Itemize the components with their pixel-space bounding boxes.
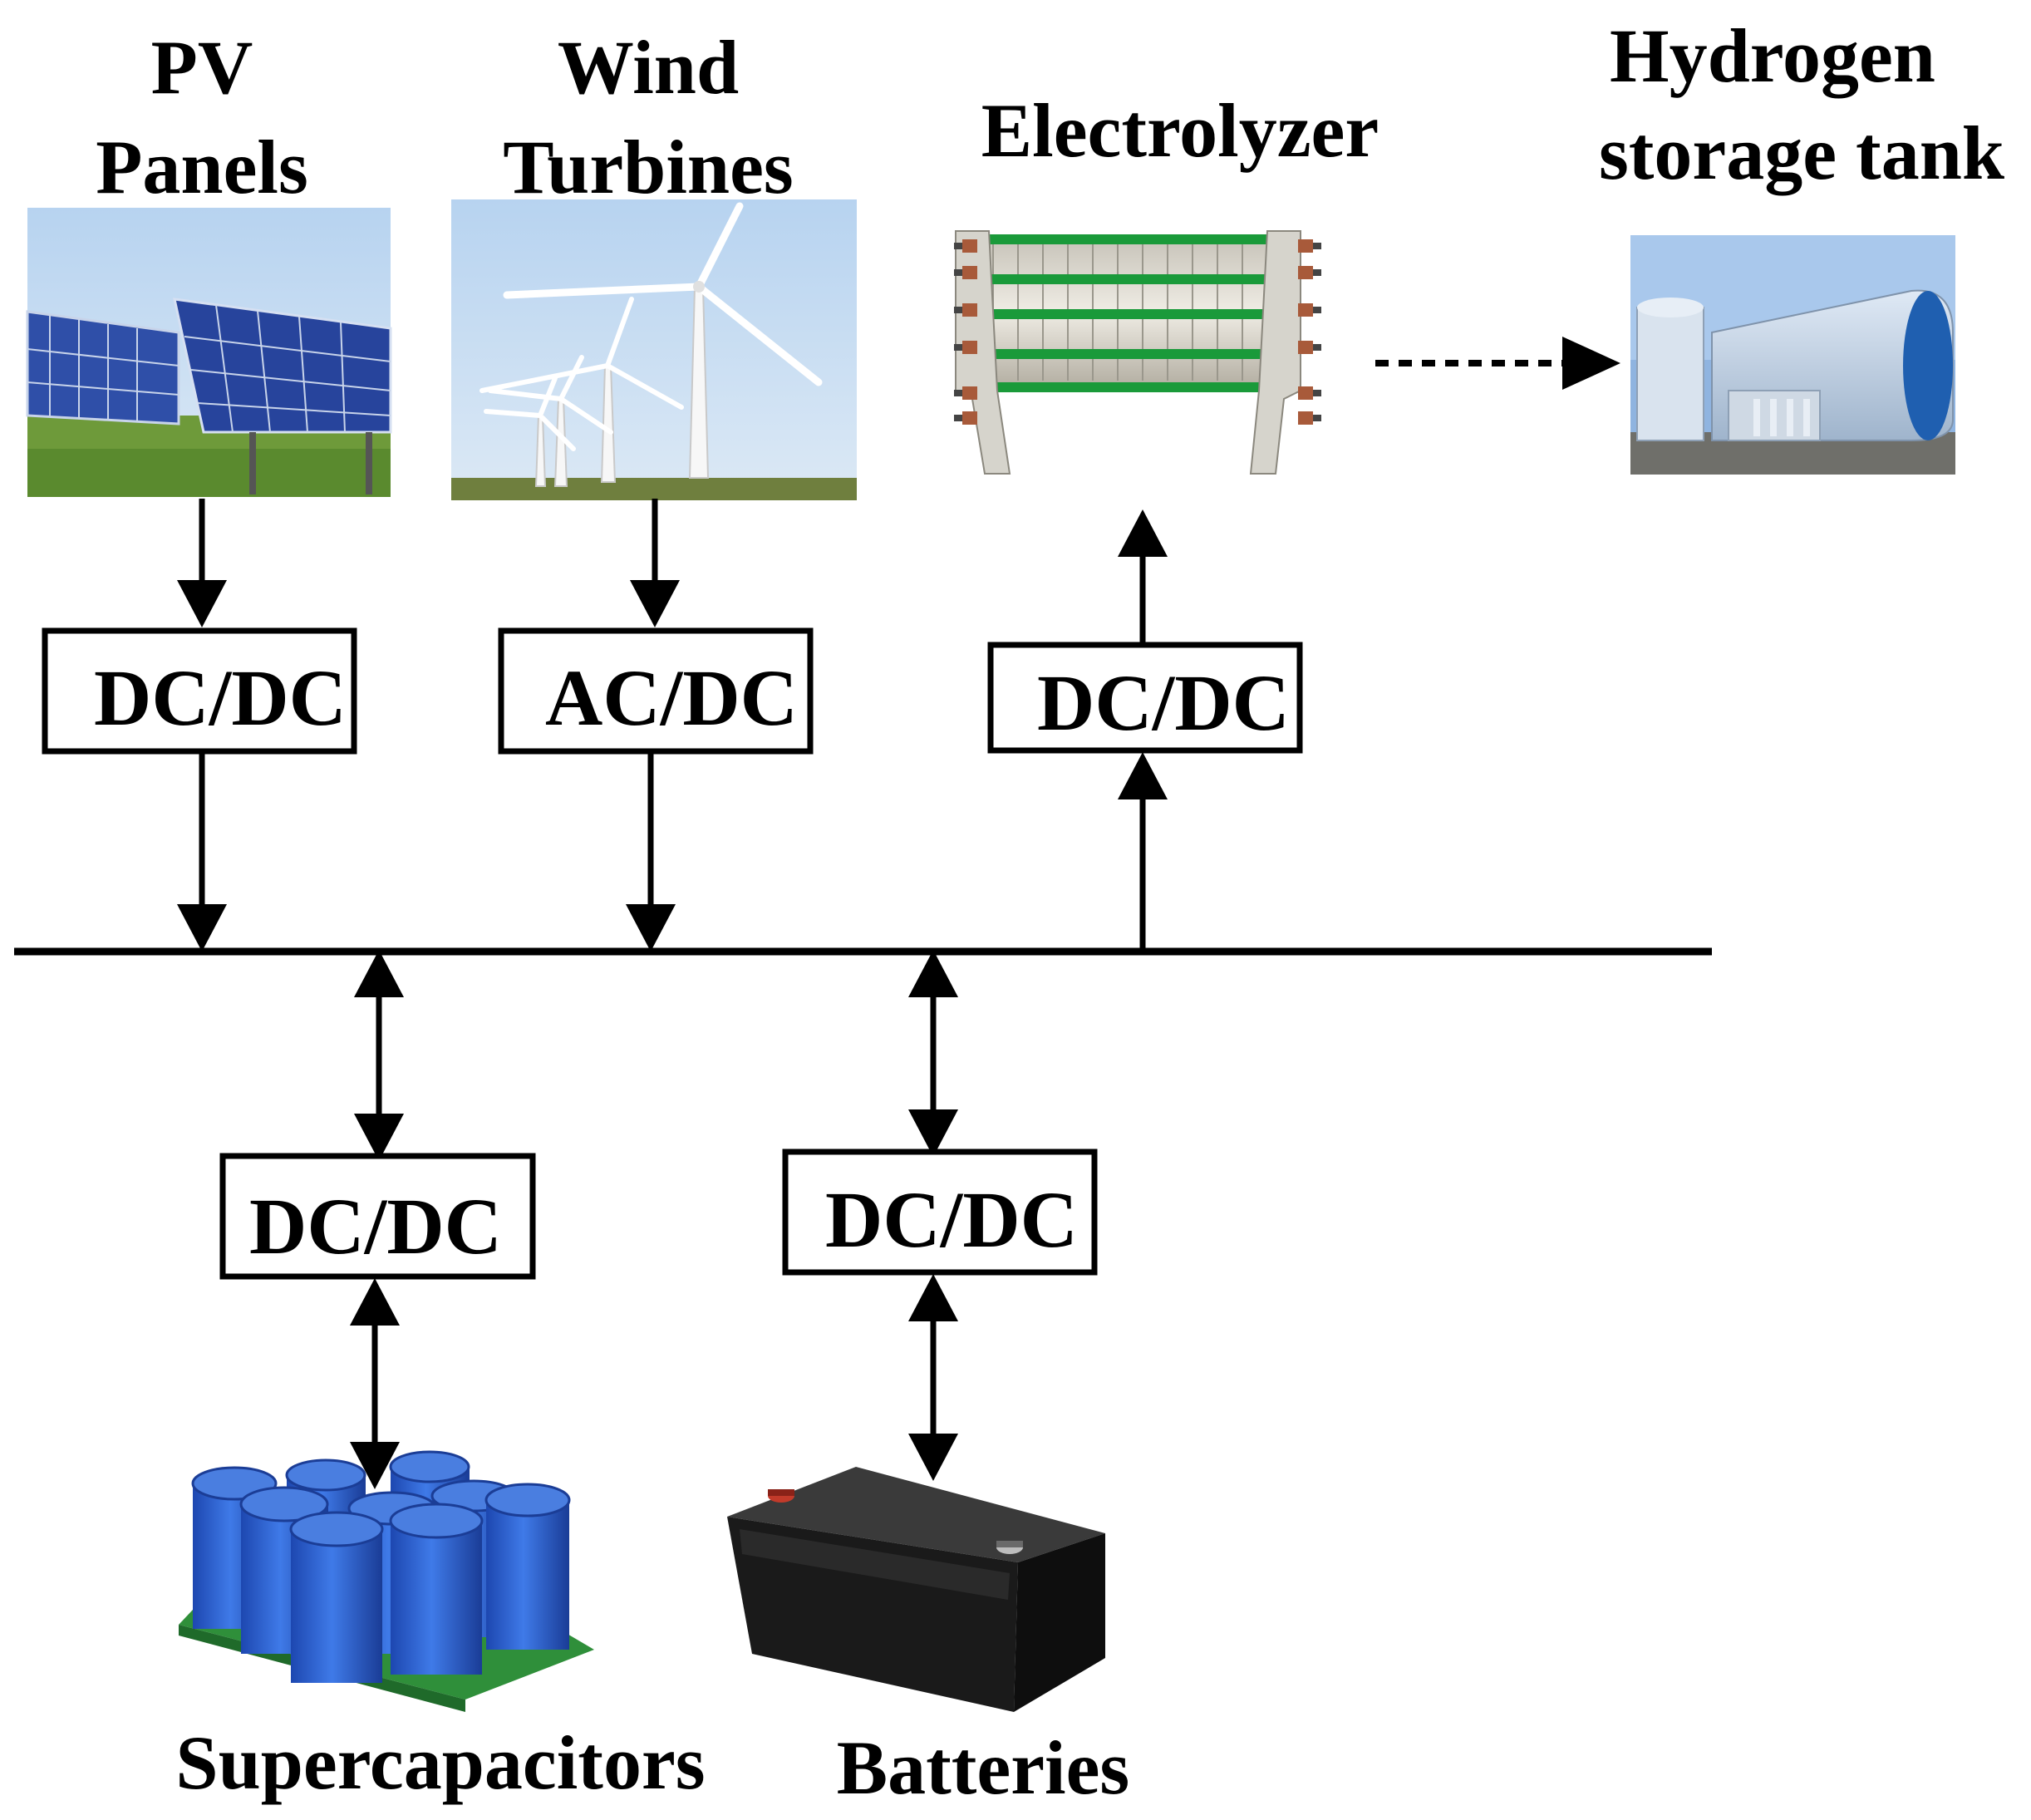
- solar-panel-image: [26, 208, 392, 497]
- pv-converter-box: DC/DC: [42, 627, 357, 755]
- supercapacitor-converter-label: DC/DC: [249, 1182, 502, 1271]
- wind-label-line1: Wind: [558, 25, 739, 110]
- hydrogen-label-line2: storage tank: [1599, 111, 2005, 195]
- electrolyzer-converter-box: DC/DC: [987, 642, 1303, 754]
- batteries-label: Batteries: [837, 1725, 1130, 1810]
- pv-label-line2: Panels: [96, 125, 308, 209]
- wind-converter-label: AC/DC: [545, 653, 798, 742]
- battery-converter-label: DC/DC: [825, 1175, 1078, 1264]
- pv-converter-label: DC/DC: [94, 653, 347, 742]
- wind-turbine-image: [451, 199, 857, 500]
- electrolyzer-converter-label: DC/DC: [1037, 658, 1290, 747]
- hydrogen-tank-image: [1630, 235, 1955, 475]
- hydrogen-label-line1: Hydrogen: [1610, 13, 1935, 98]
- supercapacitor-image: [179, 1450, 594, 1712]
- electrolyzer-label: Electrolyzer: [981, 88, 1379, 173]
- battery-image: [727, 1467, 1105, 1712]
- electrolyzer-image: [954, 230, 1321, 475]
- pv-label-line1: PV: [151, 25, 253, 110]
- supercapacitors-label: Supercapacitors: [175, 1720, 705, 1805]
- battery-converter-box: DC/DC: [782, 1149, 1098, 1276]
- supercapacitor-converter-box: DC/DC: [219, 1153, 536, 1280]
- wind-label-line2: Turbines: [503, 125, 793, 209]
- hydrogen-flow-arrow: [1375, 337, 1620, 390]
- wind-converter-box: AC/DC: [498, 627, 814, 755]
